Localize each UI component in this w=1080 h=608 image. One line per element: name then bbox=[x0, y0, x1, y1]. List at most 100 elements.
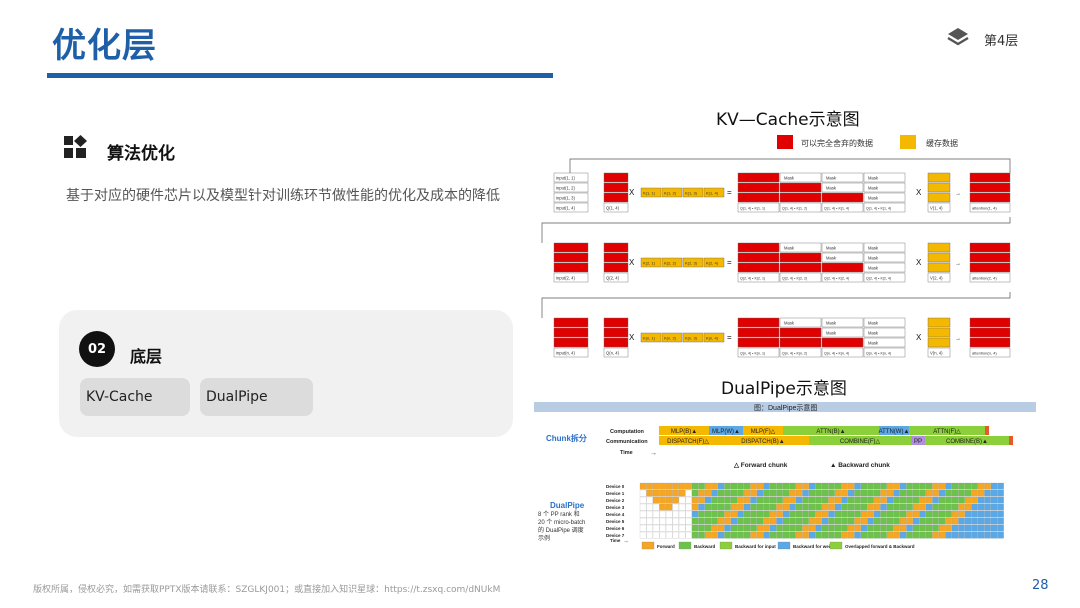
input-label: input(n, 4) bbox=[556, 351, 575, 356]
communication-chunk bbox=[911, 436, 925, 445]
schedule-cell bbox=[698, 517, 705, 525]
schedule-cell bbox=[646, 531, 653, 539]
schedule-cell bbox=[990, 531, 998, 539]
multiply-op: X bbox=[916, 258, 922, 267]
schedule-cell bbox=[828, 489, 835, 497]
schedule-cell bbox=[867, 496, 874, 504]
k-cell bbox=[703, 187, 725, 198]
schedule-cell bbox=[860, 503, 868, 511]
schedule-cell bbox=[971, 531, 978, 539]
score-cell bbox=[863, 262, 906, 273]
schedule-cell bbox=[639, 510, 647, 518]
schedule-cell bbox=[730, 524, 738, 532]
mask-label: Mask bbox=[868, 196, 879, 201]
q-label: Q(n, 4) bbox=[606, 351, 620, 356]
schedule-cell bbox=[763, 489, 770, 497]
score-label: Q(1, 4) • K(1, 4) bbox=[866, 207, 891, 211]
v-cache-cell bbox=[927, 192, 951, 203]
schedule-cell bbox=[899, 517, 907, 525]
v-cache-cell bbox=[927, 252, 951, 263]
schedule-cell bbox=[802, 489, 809, 497]
v-cache-cell bbox=[927, 337, 951, 348]
schedule-cell bbox=[977, 482, 985, 490]
score-cell bbox=[863, 242, 906, 253]
input-cell bbox=[553, 172, 589, 183]
schedule-cell bbox=[958, 510, 965, 518]
schedule-cell bbox=[776, 496, 783, 504]
schedule-cell bbox=[685, 496, 692, 504]
row-connector-line bbox=[569, 158, 1011, 173]
schedule-cell bbox=[958, 489, 965, 497]
score-cell bbox=[737, 252, 780, 263]
arrow-icon: → bbox=[955, 261, 961, 267]
tag-kv-cache[interactable]: KV-Cache bbox=[80, 378, 190, 416]
schedule-cell bbox=[717, 489, 725, 497]
schedule-cell bbox=[665, 531, 673, 539]
schedule-cell bbox=[737, 531, 744, 539]
grid-icon bbox=[64, 135, 87, 158]
schedule-cell bbox=[899, 482, 907, 490]
schedule-cell bbox=[899, 503, 907, 511]
schedule-cell bbox=[698, 531, 705, 539]
tag-dualpipe[interactable]: DualPipe bbox=[200, 378, 313, 416]
schedule-cell bbox=[997, 489, 1004, 497]
schedule-cell bbox=[997, 517, 1004, 525]
kv-row: input(1, 1)input(1, 2)input(1, 3)input(1… bbox=[553, 158, 1011, 213]
schedule-cell bbox=[639, 496, 647, 504]
schedule-cell bbox=[860, 517, 868, 525]
schedule-cell bbox=[756, 489, 764, 497]
schedule-cell bbox=[730, 482, 738, 490]
legend-label: Backward for input bbox=[735, 544, 776, 549]
schedule-cell bbox=[724, 524, 731, 532]
schedule-cell bbox=[906, 482, 913, 490]
schedule-cell bbox=[763, 531, 770, 539]
v-cache-cell bbox=[927, 242, 951, 253]
schedule-cell bbox=[880, 517, 887, 525]
input-cell bbox=[553, 327, 589, 338]
schedule-cell bbox=[743, 489, 751, 497]
attn-discard-cell bbox=[969, 337, 1011, 348]
schedule-cell bbox=[646, 496, 653, 504]
multiply-op: X bbox=[629, 333, 635, 342]
schedule-cell bbox=[919, 531, 926, 539]
schedule-cell bbox=[854, 517, 861, 525]
computation-chunk-label: MLP(W)▲ bbox=[712, 429, 740, 435]
legend-discard-swatch bbox=[777, 135, 793, 149]
chunk-label: Chunk拆分 bbox=[546, 433, 587, 443]
input-label: input(1, 2) bbox=[556, 186, 575, 191]
schedule-cell bbox=[919, 503, 926, 511]
score-cell bbox=[821, 202, 864, 213]
schedule-cell bbox=[743, 517, 751, 525]
schedule-cell bbox=[678, 482, 686, 490]
schedule-cell bbox=[932, 489, 939, 497]
schedule-cell bbox=[678, 524, 686, 532]
schedule-cell bbox=[691, 496, 699, 504]
equals-op: = bbox=[727, 333, 732, 342]
k-cell bbox=[640, 187, 662, 198]
schedule-cell bbox=[652, 517, 660, 525]
schedule-cell bbox=[919, 489, 926, 497]
computation-chunk bbox=[783, 426, 879, 435]
row-label-computation: Computation bbox=[610, 429, 645, 435]
q-discard-cell bbox=[603, 262, 629, 273]
schedule-cell bbox=[808, 531, 816, 539]
schedule-cell bbox=[854, 503, 861, 511]
v-cell bbox=[927, 272, 951, 283]
schedule-cell bbox=[711, 482, 718, 490]
score-cell bbox=[863, 337, 906, 348]
schedule-cell bbox=[938, 510, 946, 518]
schedule-cell bbox=[906, 524, 913, 532]
score-cell bbox=[737, 202, 780, 213]
forward-chunk-legend: △ Forward chunk bbox=[733, 462, 788, 469]
computation-chunk-label: MLP(F)△ bbox=[751, 429, 776, 435]
score-cell bbox=[821, 272, 864, 283]
q-discard-cell bbox=[603, 252, 629, 263]
schedule-cell bbox=[750, 496, 757, 504]
schedule-cell bbox=[964, 482, 972, 490]
schedule-cell bbox=[912, 489, 920, 497]
schedule-cell bbox=[834, 489, 842, 497]
schedule-cell bbox=[886, 517, 894, 525]
schedule-cell bbox=[938, 489, 946, 497]
schedule-cell bbox=[997, 510, 1004, 518]
schedule-cell bbox=[867, 517, 874, 525]
